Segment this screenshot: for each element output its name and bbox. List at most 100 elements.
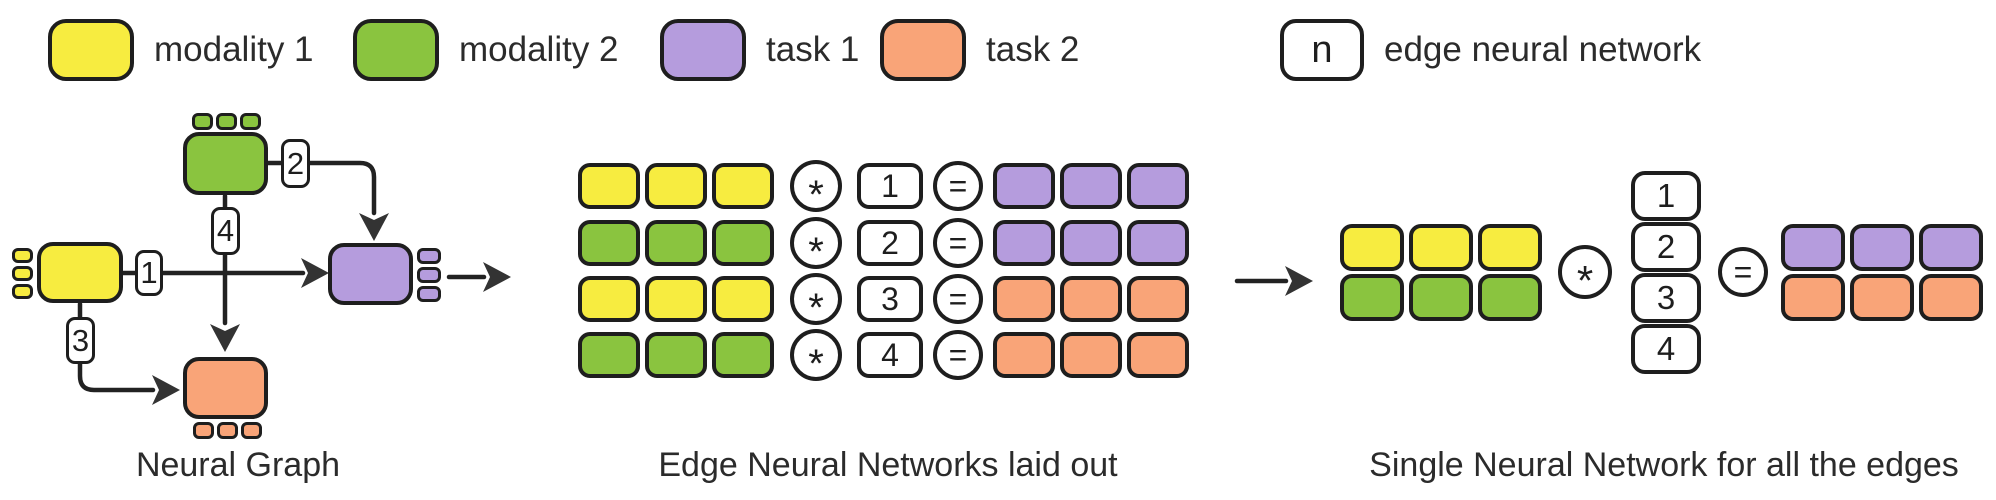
equals-glyph: = <box>948 167 968 204</box>
matrix-cell <box>1781 223 1845 271</box>
legend-label-task-1: task 1 <box>766 30 860 69</box>
edge-nn-box-4: 4 <box>857 332 923 378</box>
multiply-operator: * <box>790 217 842 273</box>
matrix-cell <box>1060 276 1122 322</box>
matrix-cell <box>645 163 707 209</box>
edge-label-4-text: 4 <box>216 213 235 248</box>
matrix-cell <box>645 220 707 266</box>
stacked-nn-box-3: 3 <box>1631 272 1701 323</box>
matrix-cell <box>1850 273 1914 321</box>
caption-single-neural-network: Single Neural Network for all the edges <box>1369 446 1959 484</box>
edge-1-arrowhead <box>301 258 329 288</box>
matrix-cell <box>1127 332 1189 378</box>
edge-2-line <box>265 160 377 216</box>
graph-node-modality-2 <box>183 132 268 195</box>
matrix-cell <box>645 332 707 378</box>
laid-out-row-4-output <box>993 332 1189 378</box>
edge-nn-box-3: 3 <box>857 276 923 322</box>
legend-label-modality-2: modality 2 <box>459 30 619 69</box>
matrix-cell <box>1919 273 1983 321</box>
matrix-cell <box>712 276 774 322</box>
laid-out-row-2-input <box>578 220 774 266</box>
edge-nn-box-3-text: 3 <box>881 280 899 317</box>
edge-4-arrowhead <box>210 324 240 352</box>
matrix-cell <box>578 220 640 266</box>
edge-nn-box-1-text: 1 <box>881 167 899 204</box>
equals-glyph: = <box>948 224 968 261</box>
matrix-cell <box>578 332 640 378</box>
modality-2-swatch <box>353 19 439 81</box>
stacked-nn-box-2: 2 <box>1631 221 1701 272</box>
multiply-operator: * <box>1558 245 1612 304</box>
legend-item-modality-2: modality 2 <box>353 19 619 81</box>
modality-2-stub <box>240 113 261 130</box>
graph-node-modality-1 <box>37 242 123 303</box>
caption-edge-neural-networks: Edge Neural Networks laid out <box>658 446 1118 484</box>
equals-glyph: = <box>1733 253 1753 290</box>
edge-label-2: 2 <box>281 139 310 188</box>
edge-3-arrowhead <box>152 375 180 405</box>
laid-out-row-1-input <box>578 163 774 209</box>
task-1-stub <box>417 286 441 302</box>
stacked-nn-box-4: 4 <box>1631 323 1701 374</box>
task-2-swatch <box>880 19 966 81</box>
stacked-nn-box-4-text: 4 <box>1656 329 1676 367</box>
matrix-cell <box>1127 220 1189 266</box>
modality-2-stub <box>216 113 237 130</box>
equals-glyph: = <box>948 280 968 317</box>
modality-2-stub <box>192 113 213 130</box>
stacked-nn-box-1: 1 <box>1631 170 1701 221</box>
modality-1-stub <box>12 266 33 281</box>
laid-out-row-1: * 1 = <box>578 160 1189 216</box>
laid-out-row-2-output <box>993 220 1189 266</box>
laid-out-row-4-input <box>578 332 774 378</box>
task-1-stub <box>417 248 441 264</box>
matrix-cell <box>712 332 774 378</box>
matrix-cell <box>1409 273 1473 321</box>
panel-arrow-1-arrowhead <box>483 262 511 292</box>
matrix-cell <box>1919 223 1983 271</box>
matrix-cell <box>1478 273 1542 321</box>
task-1-swatch <box>660 19 746 81</box>
single-output-grid <box>1781 223 1983 321</box>
edge-label-1: 1 <box>135 250 163 296</box>
matrix-cell <box>578 163 640 209</box>
legend-label-task-2: task 2 <box>986 30 1080 69</box>
matrix-cell <box>712 163 774 209</box>
legend-label-edge-nn: edge neural network <box>1384 30 1702 69</box>
asterisk-glyph: * <box>808 172 824 217</box>
matrix-cell <box>712 220 774 266</box>
equals-operator: = <box>1718 247 1768 297</box>
single-nn-stack: 1 2 3 4 <box>1631 170 1701 374</box>
matrix-cell <box>1060 220 1122 266</box>
matrix-cell <box>578 276 640 322</box>
edge-nn-symbol: n <box>1311 28 1333 71</box>
task-1-stub <box>417 267 441 283</box>
stacked-nn-box-2-text: 2 <box>1656 227 1676 265</box>
legend-item-edge-neural-network: n edge neural network <box>1280 19 1701 81</box>
legend-item-task-2: task 2 <box>880 19 1079 81</box>
equals-operator: = <box>933 218 983 268</box>
laid-out-row-3-input <box>578 276 774 322</box>
laid-out-row-1-output <box>993 163 1189 209</box>
matrix-cell <box>1340 273 1404 321</box>
laid-out-row-4: * 4 = <box>578 329 1189 385</box>
matrix-cell <box>993 276 1055 322</box>
edge-label-3: 3 <box>66 317 95 364</box>
legend-item-task-1: task 1 <box>660 19 859 81</box>
graph-node-task-1 <box>328 243 413 305</box>
equals-operator: = <box>933 274 983 324</box>
stacked-nn-box-1-text: 1 <box>1656 176 1676 214</box>
asterisk-glyph: * <box>808 285 824 330</box>
matrix-cell <box>993 163 1055 209</box>
modality-1-stub <box>12 284 33 299</box>
multiply-operator: * <box>790 273 842 329</box>
legend-item-modality-1: modality 1 <box>48 19 314 81</box>
modality-1-stub <box>12 248 33 263</box>
panel-arrow-2-arrowhead <box>1285 266 1313 296</box>
single-input-grid <box>1340 223 1542 321</box>
asterisk-glyph: * <box>808 341 824 386</box>
multiply-operator: * <box>790 160 842 216</box>
